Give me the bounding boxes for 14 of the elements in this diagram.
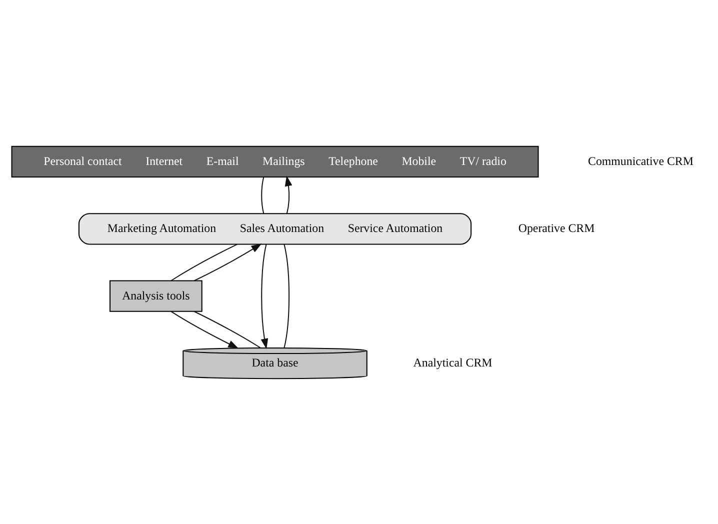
connector (284, 244, 290, 348)
label: Analytical CRM (413, 354, 492, 369)
arrow (260, 244, 268, 349)
label: Communicative CRM (588, 153, 694, 168)
label: Operative CRM (518, 220, 595, 235)
arrow (170, 310, 239, 348)
connector (170, 243, 238, 281)
connector (194, 310, 261, 348)
node-box: Analysis tools (110, 280, 202, 312)
arrow (194, 242, 262, 281)
node-box: Marketing Automation Sales Automation Service Automation (78, 212, 472, 244)
arrow (284, 175, 292, 214)
connector (261, 176, 264, 214)
node-box: Personal contact Internet E-mail Mailings Telephone Mobile TV/ radio (11, 145, 539, 178)
